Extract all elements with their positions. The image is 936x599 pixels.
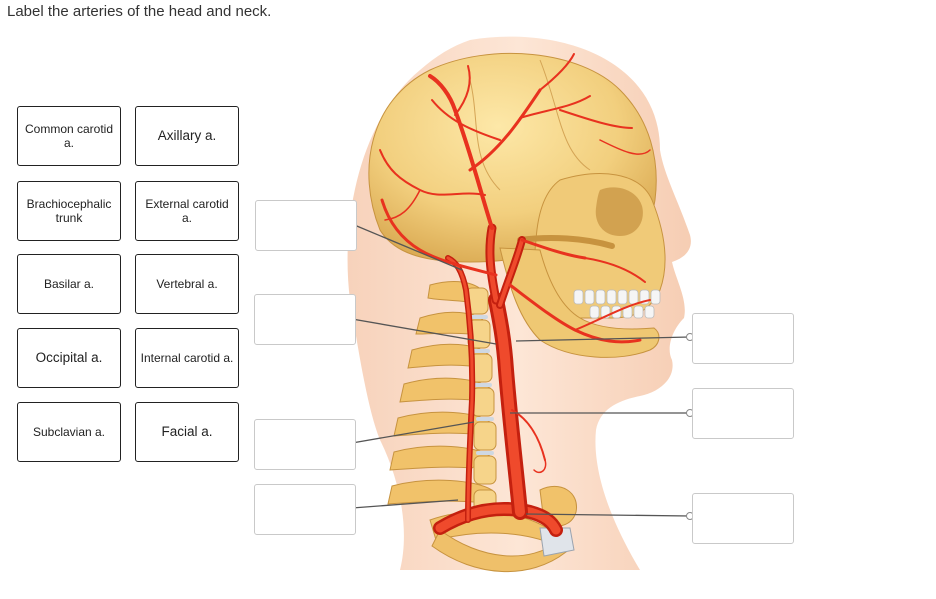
drop-target-7[interactable]	[692, 493, 794, 544]
drop-target-1[interactable]	[255, 200, 357, 251]
drop-target-2[interactable]	[254, 294, 356, 345]
drop-target-4[interactable]	[692, 388, 794, 439]
drop-target-3[interactable]	[692, 313, 794, 364]
drop-target-5[interactable]	[254, 419, 356, 470]
drop-target-6[interactable]	[254, 484, 356, 535]
